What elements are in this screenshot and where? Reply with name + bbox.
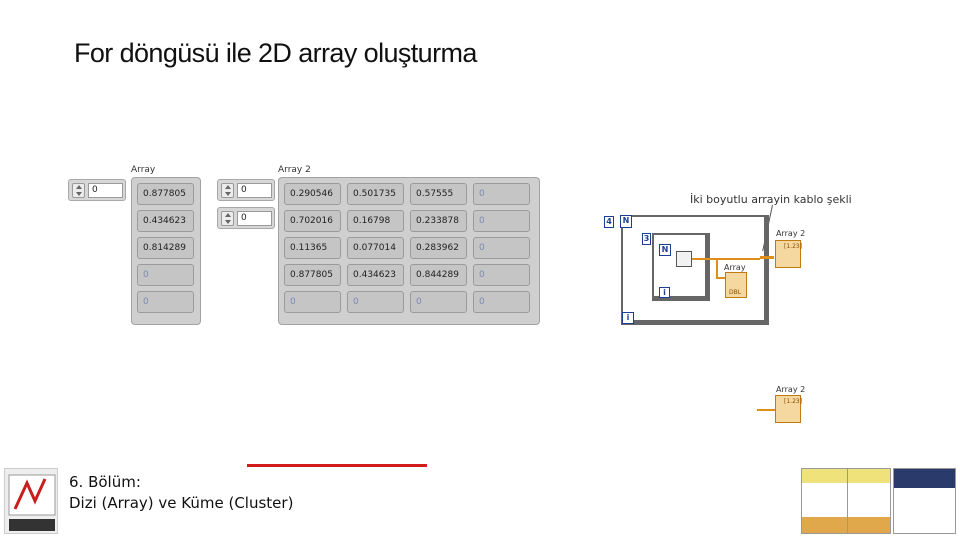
array2-cell[interactable]: 0	[473, 237, 530, 259]
labview-logo	[4, 468, 58, 534]
array2-indicator-label: Array 2	[776, 229, 806, 238]
array2-col-index-spinner[interactable]	[221, 211, 234, 226]
array2-row-index-value[interactable]: 0	[237, 183, 272, 198]
array2-label: Array 2	[278, 165, 311, 175]
array1-element[interactable]: 0	[137, 264, 194, 286]
array-indicator-dbl: DBL	[729, 289, 742, 296]
array2-cell[interactable]: 0.501735	[347, 183, 404, 205]
array2-indicator-value: [1.23]	[784, 243, 803, 250]
wire-outer	[760, 256, 774, 259]
array2-cell[interactable]: 0.233878	[410, 210, 467, 232]
array2-cell[interactable]: 0.283962	[410, 237, 467, 259]
wire-array-branch-h	[716, 277, 726, 279]
book-cover-3	[893, 468, 956, 534]
inner-N-terminal: N	[659, 244, 671, 256]
array1-element[interactable]: 0.877805	[137, 183, 194, 205]
array2-cell[interactable]: 0	[473, 264, 530, 286]
array2-cell[interactable]: 0	[473, 291, 530, 313]
array2-frame: 0.290546 0.501735 0.57555 0 0.702016 0.1…	[278, 177, 540, 325]
array2-cell[interactable]: 0.11365	[284, 237, 341, 259]
array2-cell[interactable]: 0	[473, 210, 530, 232]
outer-for-loop[interactable]	[621, 215, 769, 325]
wire-inner	[692, 258, 760, 260]
inner-for-loop[interactable]	[652, 233, 710, 301]
inner-i-terminal: i	[659, 287, 670, 298]
array2-terminal-bottom-value: [1.23]	[784, 398, 803, 405]
array2-cell[interactable]: 0.077014	[347, 237, 404, 259]
outer-N-terminal: N	[620, 215, 632, 228]
array1-index-spinner[interactable]	[72, 183, 85, 198]
array1-element[interactable]: 0.434623	[137, 210, 194, 232]
array2-cell[interactable]: 0.877805	[284, 264, 341, 286]
array2-col-index-display[interactable]: 0	[217, 207, 275, 229]
labview-logo-icon	[8, 474, 56, 531]
array2-cell[interactable]: 0.844289	[410, 264, 467, 286]
array2-cell[interactable]: 0	[284, 291, 341, 313]
array2-cell[interactable]: 0.290546	[284, 183, 341, 205]
inner-count-constant[interactable]: 3	[642, 233, 651, 245]
footer-red-rule	[247, 464, 427, 467]
array2-terminal-bottom[interactable]	[775, 395, 801, 423]
array2-cell[interactable]: 0.16798	[347, 210, 404, 232]
array1-element[interactable]: 0	[137, 291, 194, 313]
array-indicator-terminal[interactable]	[725, 272, 747, 298]
array1-element[interactable]: 0.814289	[137, 237, 194, 259]
wire-bottom	[757, 409, 775, 411]
array2-cell[interactable]: 0	[473, 183, 530, 205]
book-cover-2	[847, 468, 891, 534]
array1-frame: 0.877805 0.434623 0.814289 0 0	[131, 177, 201, 325]
array1-index-value[interactable]: 0	[88, 183, 123, 198]
array2-terminal-label-bottom: Array 2	[776, 385, 806, 394]
array2-cell[interactable]: 0.702016	[284, 210, 341, 232]
diagram-note: İki boyutlu arrayin kablo şekli	[690, 193, 852, 206]
page-title: For döngüsü ile 2D array oluşturma	[74, 38, 477, 68]
outer-i-terminal: i	[622, 312, 634, 324]
array1-label: Array	[131, 165, 156, 175]
array2-row-index-spinner[interactable]	[221, 183, 234, 198]
array2-row-index-display[interactable]: 0	[217, 179, 275, 201]
array-indicator-label: Array	[724, 263, 746, 272]
array2-cell[interactable]: 0	[410, 291, 467, 313]
wire-array-branch	[716, 258, 718, 278]
array2-cell[interactable]: 0.434623	[347, 264, 404, 286]
footer-subject: Dizi (Array) ve Küme (Cluster)	[69, 494, 294, 512]
outer-count-constant[interactable]: 4	[604, 216, 614, 228]
array2-cell[interactable]: 0.57555	[410, 183, 467, 205]
array1-index-display[interactable]: 0	[68, 179, 126, 201]
random-number-icon[interactable]	[676, 251, 692, 267]
array2-indicator-terminal[interactable]	[775, 240, 801, 268]
footer-text: 6. Bölüm: Dizi (Array) ve Küme (Cluster)	[69, 472, 293, 514]
array2-cell[interactable]: 0	[347, 291, 404, 313]
footer-chapter: 6. Bölüm:	[69, 473, 141, 491]
array2-col-index-value[interactable]: 0	[237, 211, 272, 226]
